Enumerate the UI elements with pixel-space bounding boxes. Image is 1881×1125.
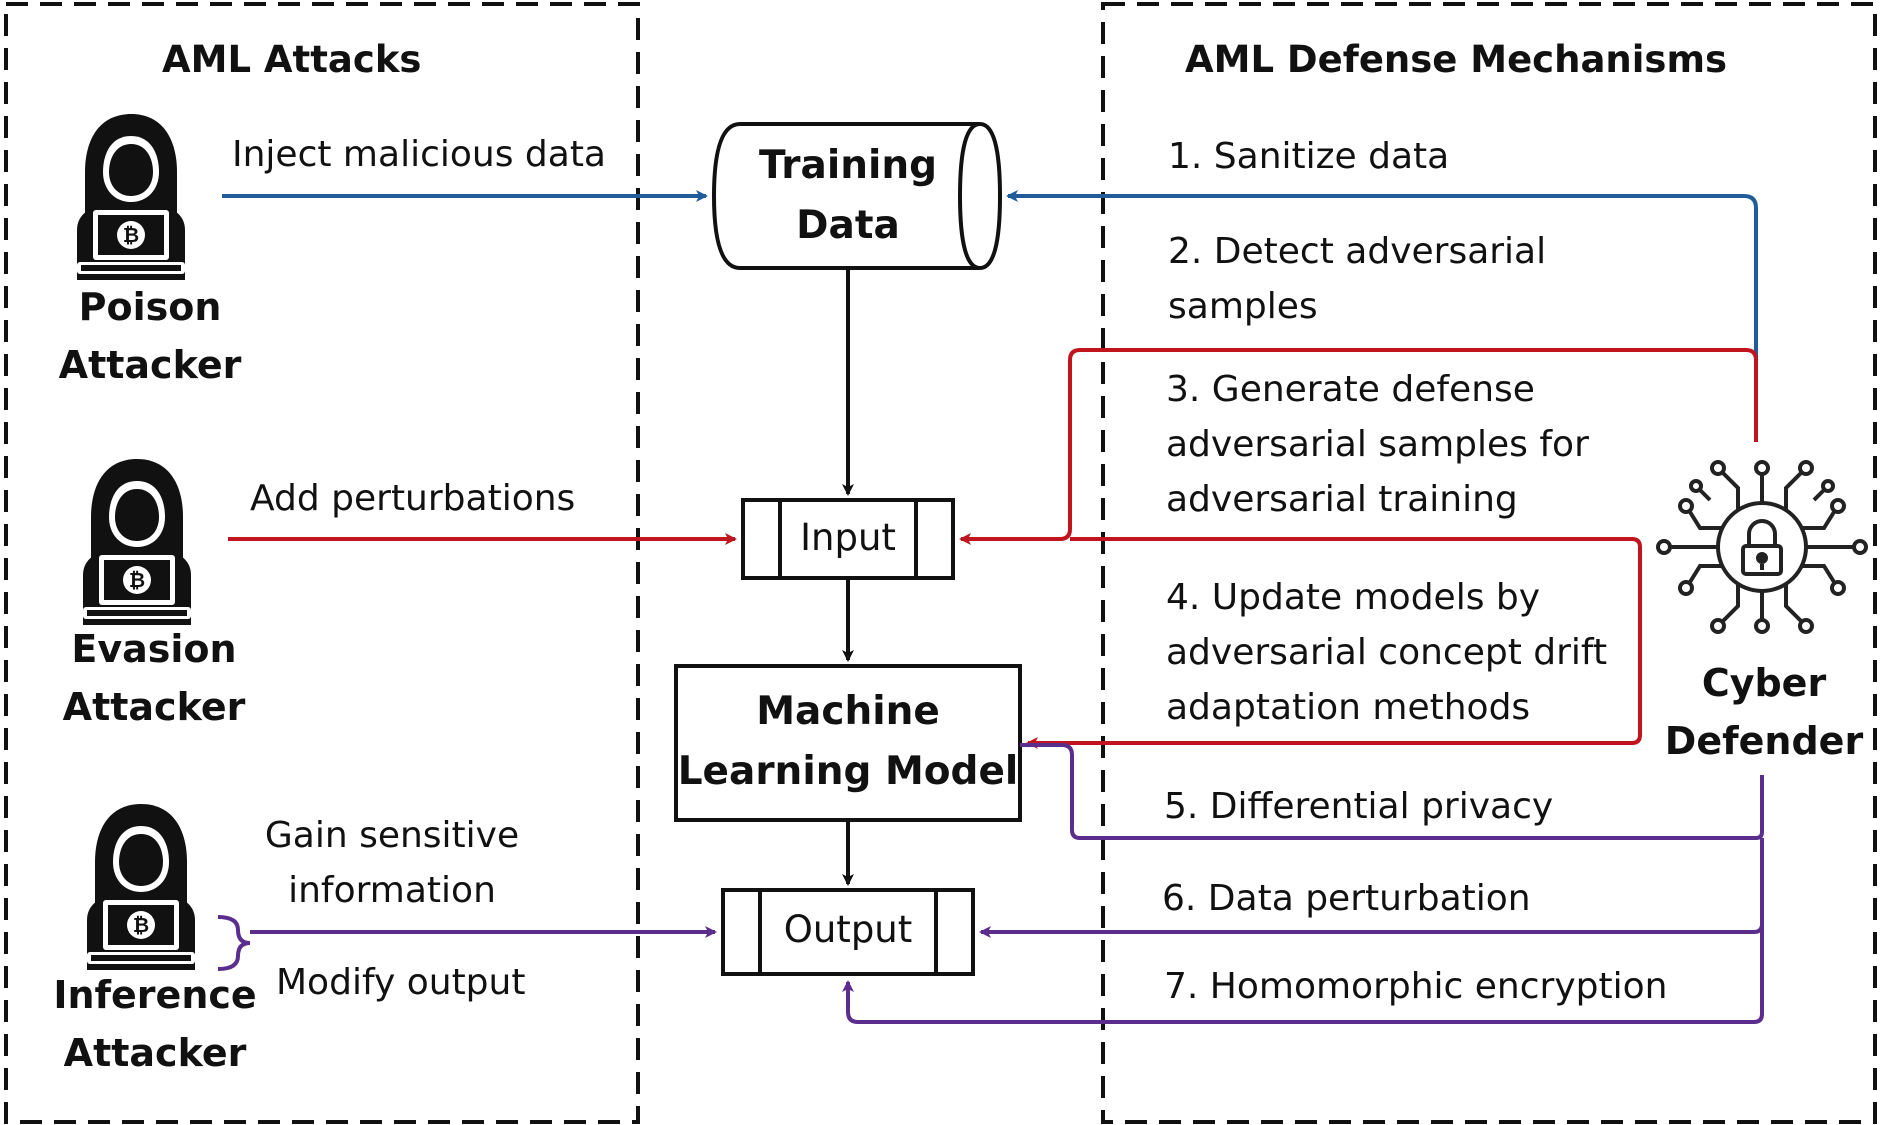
defense-1-label: 1. Sanitize data	[1168, 136, 1450, 177]
input-node	[741, 498, 955, 580]
defense-5-arrow	[1020, 743, 1764, 840]
poison-action-label: Inject malicious data	[232, 134, 606, 175]
defense-title: AML Defense Mechanisms	[1185, 38, 1728, 81]
output-label: Output	[783, 908, 913, 951]
attacks-panel	[4, 2, 640, 1124]
input-label: Input	[800, 516, 896, 559]
poison-attacker-icon	[77, 114, 185, 280]
defense-5-label: 5. Differential privacy	[1164, 786, 1554, 827]
inference-arrow	[217, 915, 717, 971]
evasion-attacker-icon	[83, 459, 191, 625]
inference-attacker-icon	[87, 804, 195, 970]
defense-panel	[1101, 2, 1877, 1124]
inference-modify-label: Modify output	[276, 962, 526, 1003]
defense-1-arrow	[1006, 190, 1758, 360]
defense-7-arrow	[842, 924, 1764, 1024]
defense-2-3-arrow	[959, 348, 1758, 545]
defense-7-label: 7. Homomorphic encryption	[1164, 966, 1668, 1007]
defense-4-arrow	[1026, 537, 1642, 749]
attacks-title: AML Attacks	[162, 38, 422, 81]
circuit-lock-icon	[1656, 460, 1868, 634]
output-node	[721, 888, 975, 976]
defense-6-label: 6. Data perturbation	[1162, 878, 1531, 919]
training-data-node	[711, 122, 1003, 270]
evasion-action-label: Add perturbations	[250, 478, 576, 519]
